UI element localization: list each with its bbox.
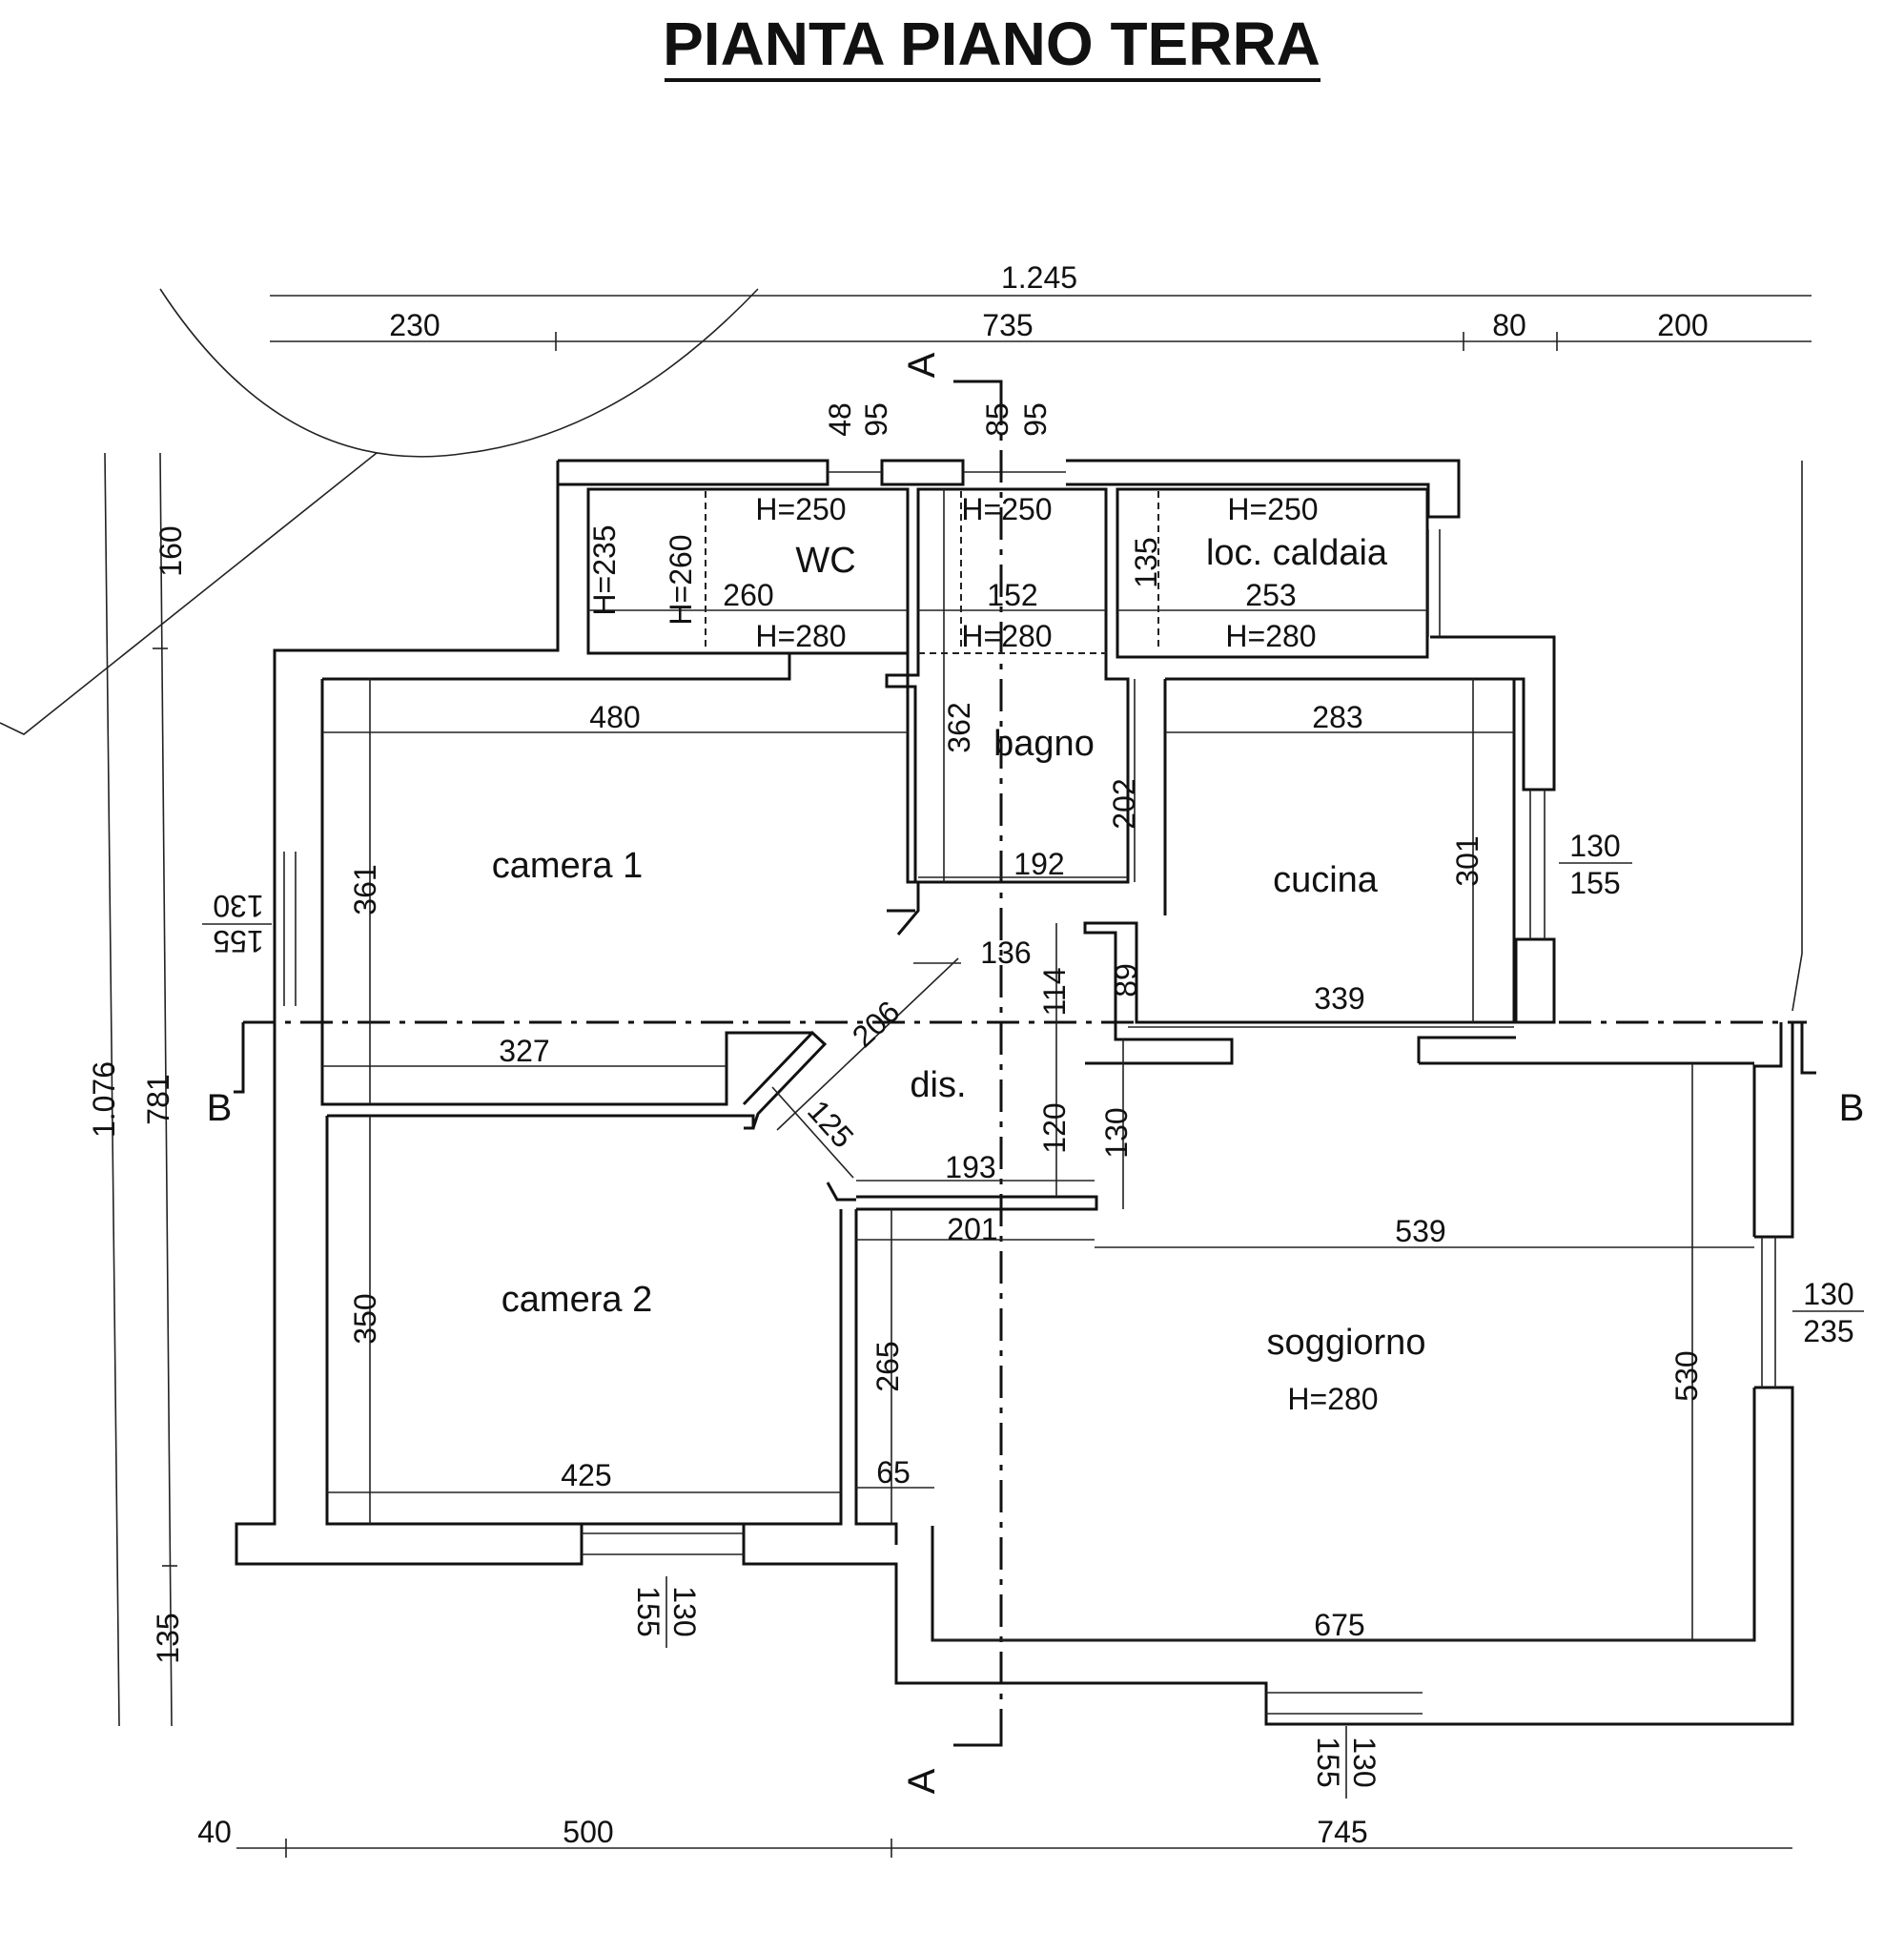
dim-left-781: 781 [141, 1074, 175, 1124]
dimension-lines [104, 295, 1812, 1858]
dim-bottom-40: 40 [197, 1815, 232, 1849]
dim-left-135: 135 [151, 1613, 185, 1663]
dim-265: 265 [870, 1341, 905, 1391]
dim-114: 114 [1037, 967, 1072, 1016]
win-cucina-130: 130 [1569, 829, 1620, 863]
dim-camera1-327: 327 [499, 1034, 549, 1068]
room-wc: WC [795, 541, 855, 581]
dim-top-735: 735 [982, 308, 1033, 342]
room-camera1: camera 1 [492, 846, 643, 886]
dim-130: 130 [1099, 1107, 1134, 1158]
dim-left-1076: 1.076 [87, 1061, 121, 1138]
dim-soggiorno-539: 539 [1395, 1214, 1445, 1248]
site-arc [159, 288, 759, 458]
win-soggiorno-bottom-130: 130 [1347, 1737, 1382, 1787]
dim-camera2-425: 425 [561, 1458, 611, 1492]
dim-top-230: 230 [389, 308, 440, 342]
room-soggiorno: soggiorno [1267, 1323, 1426, 1363]
dim-bottom-745: 745 [1317, 1815, 1367, 1849]
dim-w95b: 95 [1018, 402, 1053, 437]
room-dis: dis. [910, 1065, 966, 1105]
room-caldaia: loc. caldaia [1206, 533, 1388, 573]
dim-cucina-339: 339 [1314, 981, 1364, 1016]
dim-cucina-301: 301 [1450, 835, 1484, 886]
dim-caldaia-135: 135 [1129, 537, 1163, 587]
win-soggiorno-235: 235 [1803, 1314, 1853, 1348]
win-camera1-155: 155 [213, 924, 263, 958]
dim-w48: 48 [823, 402, 857, 437]
plan-title: PIANTA PIANO TERRA [663, 10, 1321, 78]
win-camera2-130: 130 [667, 1586, 702, 1636]
dim-w85: 85 [980, 402, 1014, 437]
dim-camera1-361: 361 [348, 864, 382, 915]
dim-bagno-202: 202 [1107, 778, 1141, 829]
dim-top-80: 80 [1492, 308, 1526, 342]
dim-top-200: 200 [1657, 308, 1708, 342]
wc-height-260: H=260 [664, 534, 698, 625]
dim-dis-193: 193 [945, 1150, 995, 1184]
dim-dis-206: 206 [846, 994, 907, 1054]
site-boundary-right [1791, 461, 1803, 1012]
section-a-top: A [901, 352, 943, 378]
soggiorno-height: H=280 [1287, 1382, 1378, 1416]
bagno-height-280: H=280 [961, 619, 1052, 653]
section-b-right: B [1839, 1087, 1865, 1129]
win-soggiorno-bottom-155: 155 [1311, 1737, 1345, 1787]
win-cucina-155: 155 [1569, 866, 1620, 900]
dim-total-width: 1.245 [1001, 260, 1077, 295]
dim-cucina-283: 283 [1312, 700, 1362, 734]
section-a-bottom: A [901, 1768, 943, 1794]
dashed-lines [705, 491, 1159, 654]
wc-height-280: H=280 [755, 619, 846, 653]
dim-caldaia-253: 253 [1245, 578, 1296, 612]
dim-201: 201 [947, 1212, 997, 1246]
dim-bottom-500: 500 [563, 1815, 613, 1849]
dim-soggiorno-530: 530 [1669, 1350, 1704, 1401]
bagno-height-250: H=250 [961, 492, 1052, 526]
section-b-left: B [207, 1087, 233, 1129]
caldaia-height-280: H=280 [1225, 619, 1316, 653]
dim-65: 65 [876, 1455, 911, 1490]
win-soggiorno-130: 130 [1803, 1277, 1853, 1311]
room-walls [320, 487, 1756, 1642]
dim-soggiorno-675: 675 [1314, 1608, 1364, 1642]
dim-camera1-480: 480 [589, 700, 640, 734]
win-camera2-155: 155 [631, 1586, 665, 1636]
dim-dis-136: 136 [980, 935, 1031, 970]
room-camera2: camera 2 [502, 1280, 652, 1320]
dim-dis-125: 125 [801, 1094, 860, 1155]
dim-wc-260: 260 [723, 578, 773, 612]
windows [283, 471, 1776, 1715]
dim-left-160: 160 [154, 525, 188, 576]
dim-bagno-362: 362 [942, 702, 976, 752]
room-cucina: cucina [1273, 860, 1379, 900]
dim-bagno-152: 152 [987, 578, 1037, 612]
win-camera1-130: 130 [213, 889, 263, 923]
section-lines [234, 380, 1816, 1747]
dim-120: 120 [1037, 1102, 1072, 1153]
wc-height-235: H=235 [587, 524, 622, 615]
wc-height-250: H=250 [755, 492, 846, 526]
caldaia-height-250: H=250 [1227, 492, 1318, 526]
dim-bagno-192: 192 [1013, 847, 1064, 881]
site-boundary [0, 452, 378, 735]
dim-89: 89 [1109, 963, 1143, 997]
room-bagno: bagno [993, 724, 1095, 764]
dim-w95a: 95 [859, 402, 893, 437]
dim-camera2-350: 350 [348, 1293, 382, 1344]
